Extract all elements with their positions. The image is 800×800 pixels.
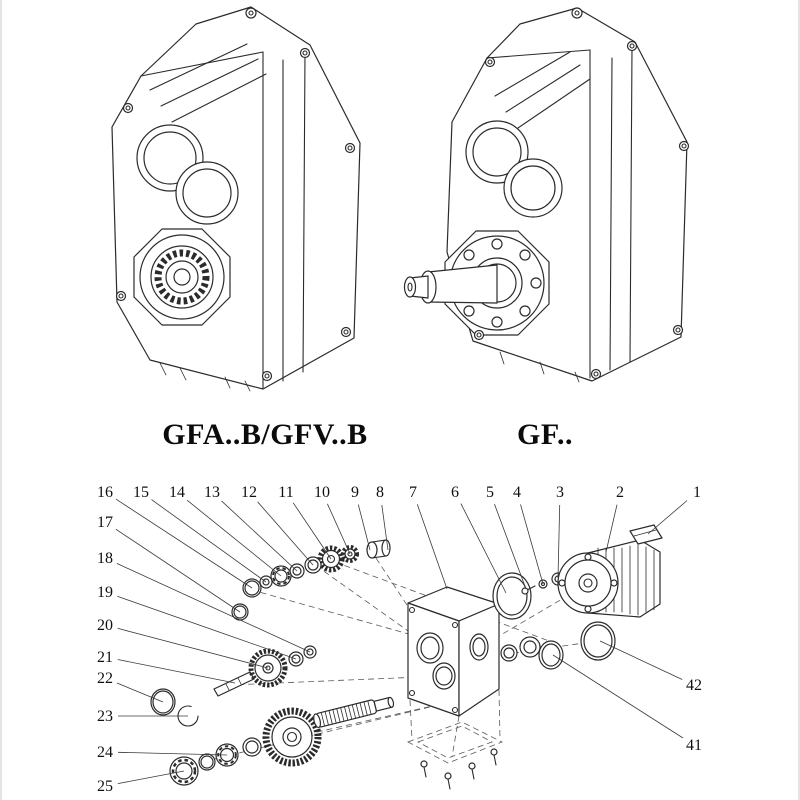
leader-line-18	[116, 563, 311, 653]
output-bearing	[133, 228, 231, 326]
mounting-bolts	[420, 748, 498, 790]
part-number-23: 23	[97, 708, 113, 725]
gearbox-housing	[407, 586, 500, 717]
part-number-16: 16	[97, 484, 113, 501]
output-gear	[262, 707, 322, 767]
leader-line-6	[460, 503, 507, 594]
leader-line-15	[151, 499, 267, 583]
part-number-9: 9	[351, 484, 359, 501]
input-cylinder	[381, 539, 391, 557]
bolt	[526, 585, 536, 591]
part-number-24: 24	[97, 744, 113, 761]
part-number-8: 8	[376, 484, 384, 501]
part-number-15: 15	[133, 484, 149, 501]
leader-line-1	[647, 500, 688, 535]
part-number-42: 42	[686, 677, 702, 694]
input-shaft-parts	[231, 539, 391, 621]
part-number-2: 2	[616, 484, 624, 501]
part-number-19: 19	[97, 584, 113, 601]
adapter-rings	[500, 621, 616, 670]
motor-flange	[557, 552, 619, 614]
mounting-plate	[407, 721, 503, 790]
bolt-details	[115, 7, 356, 382]
part-number-21: 21	[97, 649, 113, 666]
intermediate-shaft-parts	[150, 645, 317, 727]
leader-line-41	[552, 654, 684, 739]
part-number-12: 12	[241, 484, 257, 501]
part-number-10: 10	[314, 484, 330, 501]
part-number-22: 22	[97, 670, 113, 687]
part-number-3: 3	[556, 484, 564, 501]
leader-line-14	[186, 499, 282, 577]
part-number-18: 18	[97, 550, 113, 567]
gearbox-drawing-gf	[403, 7, 690, 383]
part-number-17: 17	[97, 514, 113, 531]
motor-assembly	[557, 524, 663, 618]
leader-line-19	[117, 595, 297, 660]
model-label-gfab-gfv: GFA..B/GFV..B	[162, 418, 368, 451]
gearbox-drawing-gfab	[111, 6, 361, 392]
part-number-11: 11	[278, 484, 293, 501]
model-label-gf: GF..	[517, 418, 573, 451]
leader-line-25	[117, 770, 185, 784]
page-edge-right	[798, 0, 800, 800]
leader-line-2	[605, 504, 618, 553]
part-number-41: 41	[686, 737, 702, 754]
part-number-7: 7	[409, 484, 417, 501]
motor-interface-parts	[492, 572, 565, 620]
leader-line-17	[115, 528, 241, 613]
leader-line-9	[357, 504, 371, 551]
junction-box	[629, 524, 663, 545]
leader-line-8	[381, 504, 389, 551]
leader-line-10	[327, 503, 351, 555]
part-number-5: 5	[486, 484, 494, 501]
intermediate-shaft	[213, 671, 255, 697]
part-number-20: 20	[97, 617, 113, 634]
leader-line-42	[599, 640, 683, 680]
leader-line-22	[116, 682, 164, 703]
leader-line-7	[416, 504, 448, 590]
leader-line-5	[494, 504, 527, 590]
part-number-6: 6	[451, 484, 459, 501]
leader-line-12	[257, 501, 314, 566]
leader-line-11	[292, 502, 332, 560]
leader-line-16	[115, 498, 253, 589]
leader-line-13	[221, 500, 298, 572]
exploded-view-drawing	[150, 524, 663, 790]
output-shaft	[403, 264, 498, 304]
page-edge-left	[0, 0, 2, 800]
leader-line-3	[557, 504, 561, 579]
bolt-details	[473, 7, 690, 380]
output-shaft-parts	[169, 696, 395, 786]
part-number-1: 1	[693, 484, 701, 501]
part-number-25: 25	[97, 778, 113, 795]
leader-line-24	[117, 751, 228, 756]
leader-line-21	[117, 659, 236, 684]
splined-shaft	[313, 696, 395, 729]
part-number-4: 4	[513, 484, 521, 501]
part-number-13: 13	[204, 484, 220, 501]
part-number-14: 14	[169, 484, 185, 501]
leader-line-4	[520, 504, 544, 585]
leader-line-20	[117, 627, 269, 669]
